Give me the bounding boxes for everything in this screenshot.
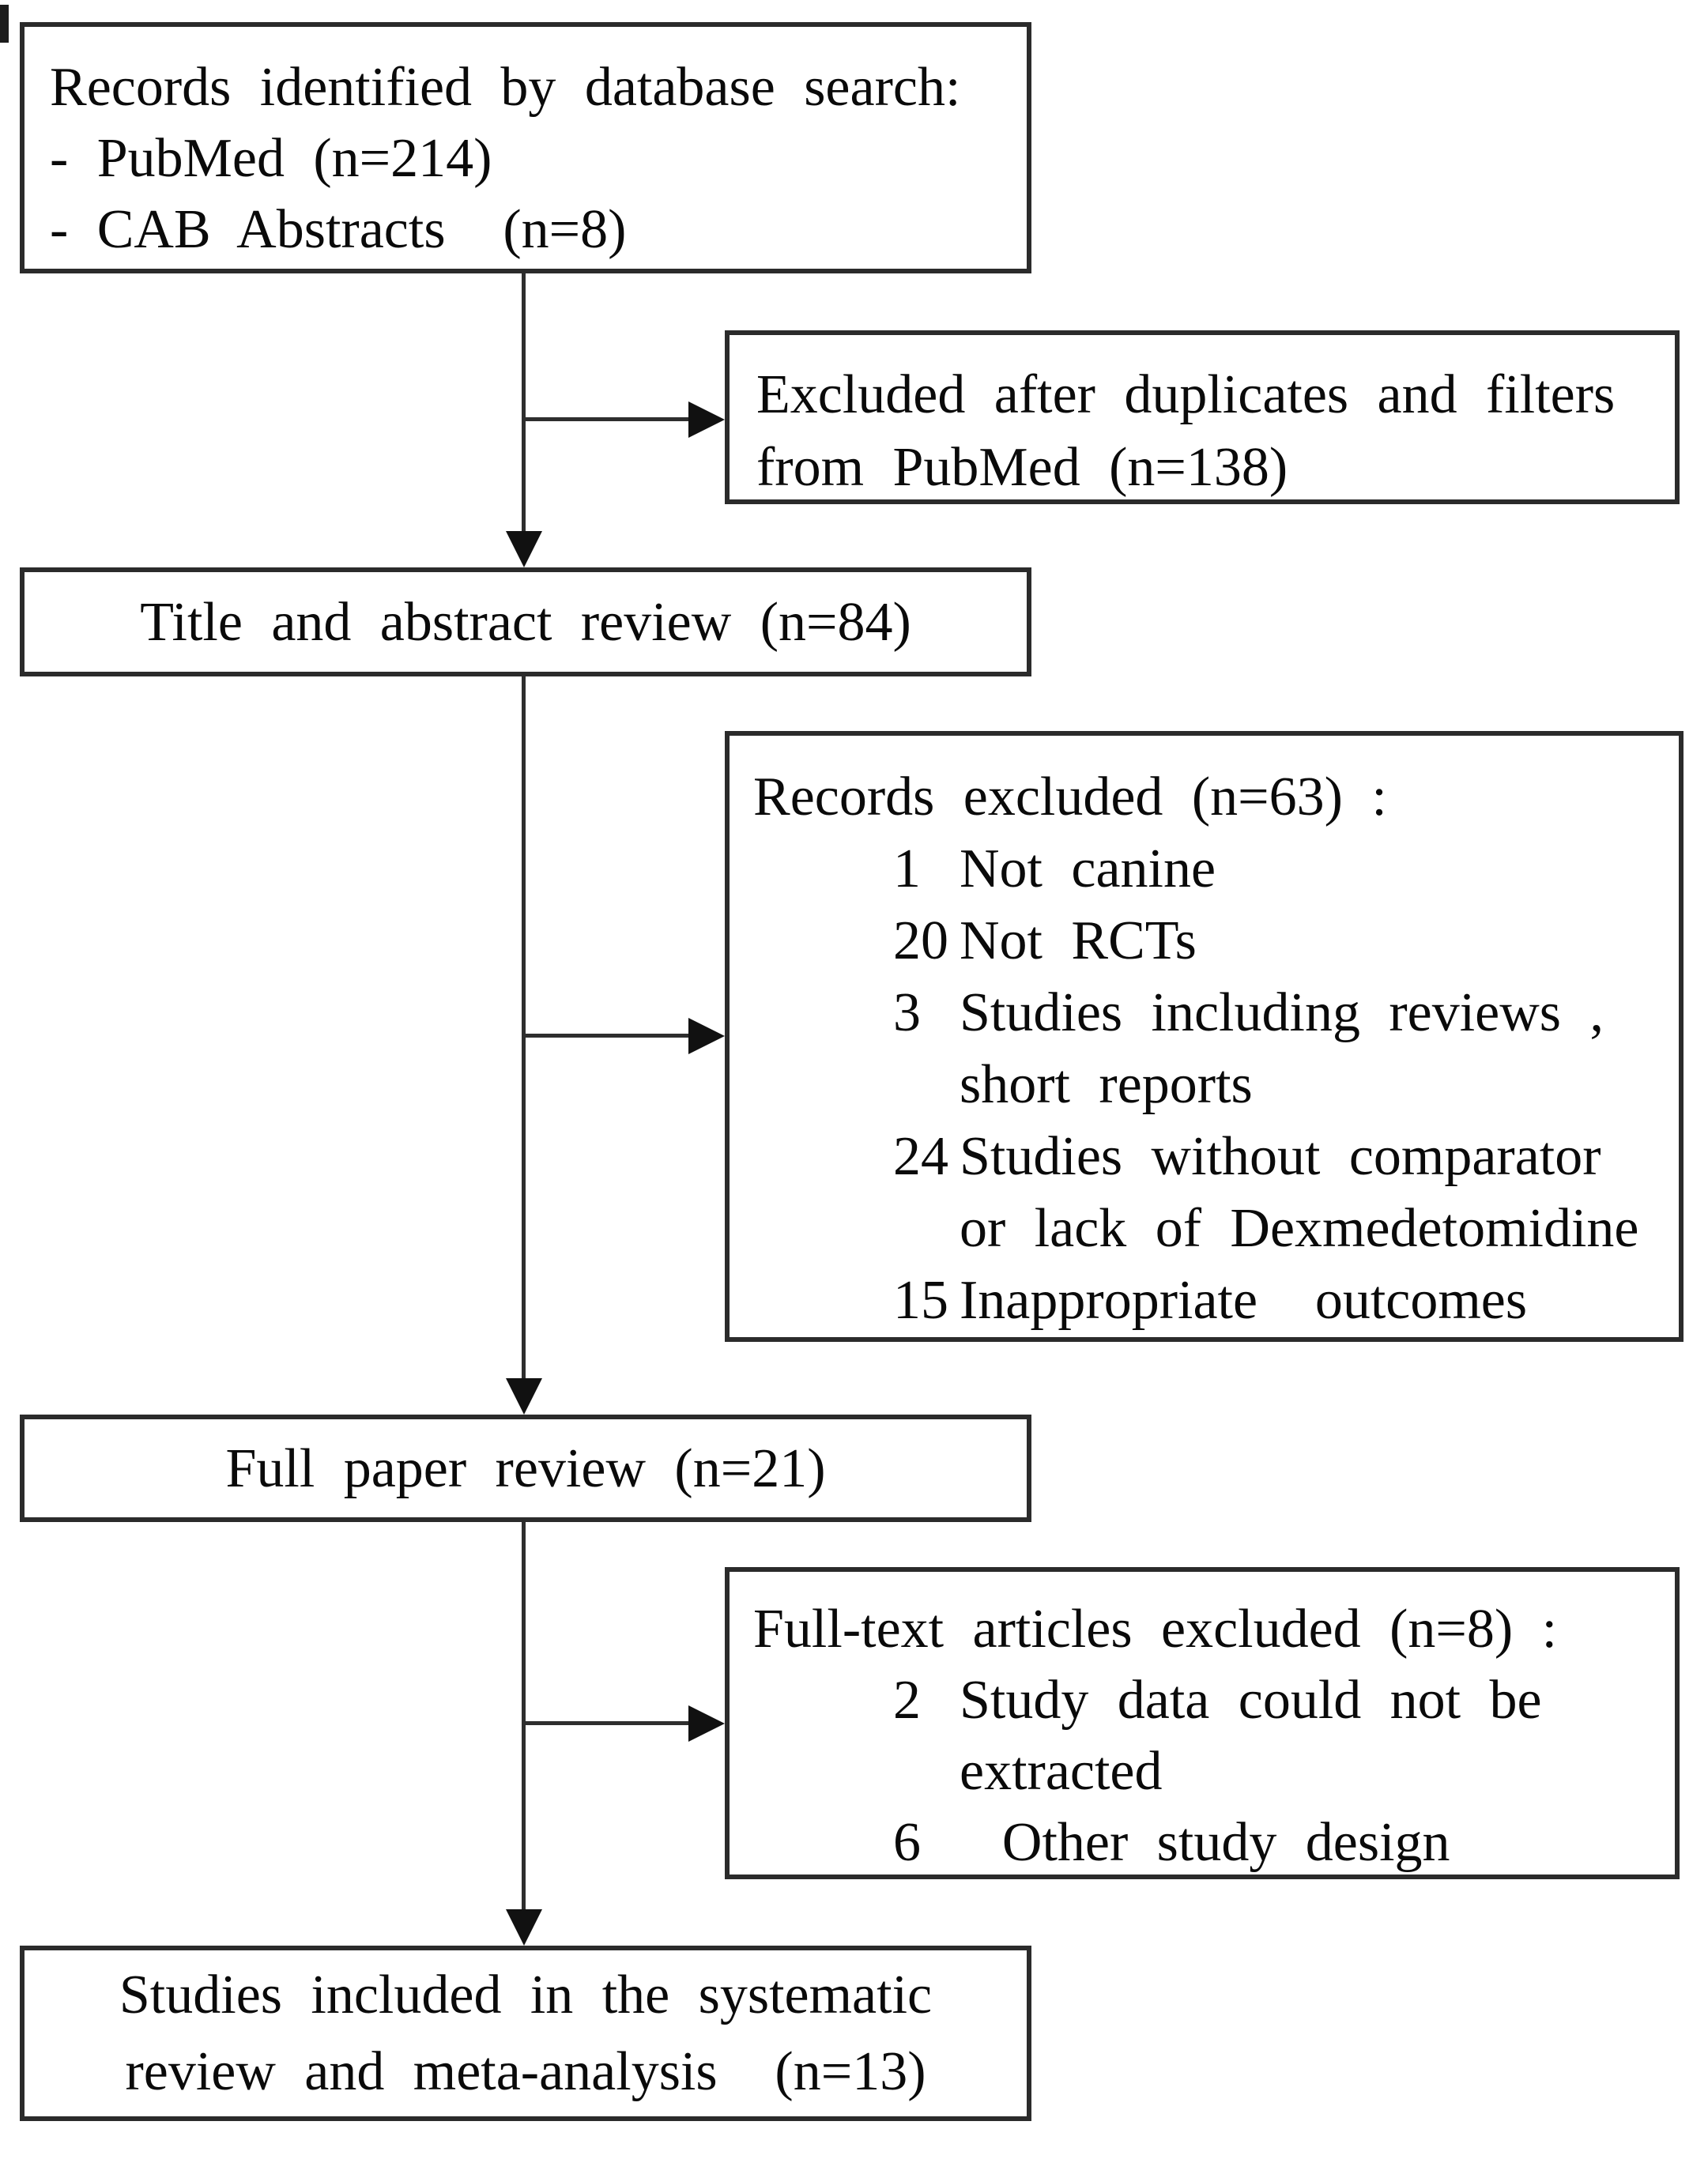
connector-branch-fulltext-excluded	[523, 1721, 692, 1725]
records-excluded-title: Records excluded (n=63) :	[753, 767, 1387, 827]
reason-count: 2	[893, 1670, 921, 1731]
excluded-reason-row: 20 Not RCTs	[753, 905, 1665, 977]
connector-fullpaper-to-included	[522, 1522, 526, 1911]
reason-text: Studies without comparator	[960, 1126, 1601, 1187]
excluded-reason-row: 24 Studies without comparator or lack of…	[753, 1121, 1665, 1264]
reason-count: 20	[893, 910, 948, 971]
reason-count: 1	[893, 838, 921, 899]
excluded-duplicates-line1: Excluded after duplicates and filters	[756, 364, 1616, 425]
arrowhead-down-icon	[506, 1909, 542, 1946]
connector-branch-duplicates	[523, 417, 692, 421]
reason-text: Not RCTs	[960, 910, 1197, 971]
excluded-duplicates-line2: from PubMed (n=138)	[756, 437, 1288, 498]
reason-text: Studies including reviews ,	[960, 982, 1604, 1043]
box-studies-included: Studies included in the systematic revie…	[20, 1946, 1031, 2121]
arrowhead-right-icon	[688, 1018, 725, 1054]
full-paper-review-label: Full paper review (n=21)	[225, 1437, 826, 1499]
reason-count: 24	[893, 1126, 948, 1187]
box-title-abstract-review: Title and abstract review (n=84)	[20, 567, 1031, 676]
box-fulltext-excluded: Full-text articles excluded (n=8) : 2 St…	[725, 1567, 1680, 1879]
arrowhead-right-icon	[688, 1705, 725, 1742]
reason-text: Not canine	[960, 838, 1216, 899]
box-records-identified: Records identified by database search: -…	[20, 22, 1031, 273]
arrowhead-down-icon	[506, 531, 542, 567]
excluded-reason-row: 2 Study data could not be extracted	[753, 1665, 1661, 1807]
box-records-excluded: Records excluded (n=63) : 1 Not canine 2…	[725, 731, 1683, 1342]
excluded-reason-row: 15 Inappropriate outcomes	[753, 1264, 1665, 1336]
scan-edge-artifact	[0, 5, 9, 43]
records-identified-pubmed: - PubMed (n=214)	[50, 128, 492, 189]
arrowhead-down-icon	[506, 1378, 542, 1415]
reason-count: 3	[893, 982, 921, 1043]
excluded-reason-row: 3 Studies including reviews , short repo…	[753, 977, 1665, 1121]
reason-count: 15	[893, 1270, 948, 1331]
connector-branch-records-excluded	[523, 1034, 692, 1038]
connector-identification-to-review	[522, 273, 526, 533]
reason-text: Other study design	[960, 1812, 1450, 1873]
reason-text: short reports	[960, 1054, 1253, 1115]
connector-review-to-fullpaper	[522, 676, 526, 1380]
box-excluded-duplicates: Excluded after duplicates and filters fr…	[725, 330, 1680, 504]
studies-included-line2: review and meta-analysis (n=13)	[125, 2041, 926, 2102]
records-identified-title: Records identified by database search:	[50, 57, 961, 118]
reason-text: Inappropriate outcomes	[960, 1270, 1528, 1331]
fulltext-excluded-title: Full-text articles excluded (n=8) :	[753, 1599, 1558, 1660]
studies-included-line1: Studies included in the systematic	[119, 1965, 933, 2025]
reason-text: Study data could not be	[960, 1670, 1542, 1731]
reason-text: extracted	[960, 1741, 1163, 1802]
excluded-reason-row: 6 Other study design	[753, 1807, 1661, 1878]
excluded-reason-row: 1 Not canine	[753, 833, 1665, 905]
reason-count: 6	[893, 1812, 921, 1873]
arrowhead-right-icon	[688, 401, 725, 438]
title-abstract-review-label: Title and abstract review (n=84)	[140, 591, 911, 653]
reason-text: or lack of Dexmedetomidine	[960, 1198, 1639, 1259]
box-full-paper-review: Full paper review (n=21)	[20, 1415, 1031, 1522]
records-identified-cab: - CAB Abstracts (n=8)	[50, 199, 627, 260]
